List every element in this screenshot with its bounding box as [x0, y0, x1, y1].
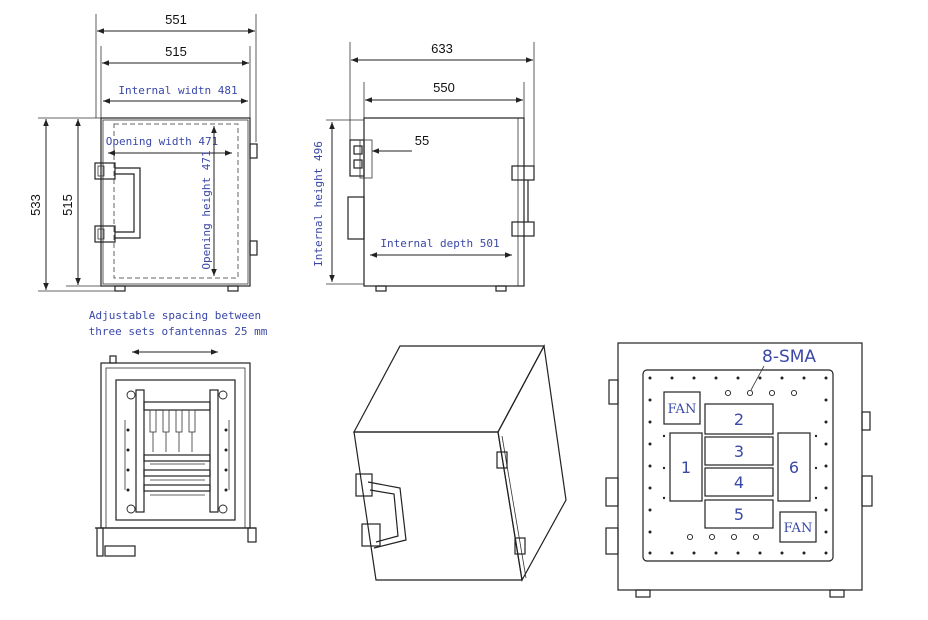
window-6 [777, 432, 811, 502]
fan-bottom [779, 511, 817, 543]
label-internal-height: Internal height 496 [312, 141, 325, 267]
dim-side-depth-body: 550 [433, 80, 455, 95]
label-internal-width: Internal widtn 481 [118, 84, 237, 97]
window-2 [704, 403, 774, 435]
rear-panel-view: 8-SMA FAN FAN 1 2 3 4 5 6 [605, 342, 873, 598]
label-window-4: 4 [734, 473, 744, 492]
dim-side-depth-outer: 633 [431, 41, 453, 56]
window-3 [704, 436, 774, 466]
label-window-2: 2 [734, 410, 744, 429]
dim-front-height-outer: 533 [28, 194, 43, 216]
label-opening-width: Opening width 471 [106, 135, 219, 148]
label-window-3: 3 [734, 442, 744, 461]
label-window-6: 6 [789, 458, 799, 477]
note-antenna-line-1: Adjustable spacing between [89, 309, 261, 322]
inner-view: Adjustable spacing between three sets of… [89, 309, 268, 557]
window-5 [704, 499, 774, 529]
note-antenna-line-2: three sets ofantennas 25 mm [89, 325, 268, 338]
fan-top [663, 391, 701, 425]
isometric-view [352, 344, 567, 582]
label-8-sma: 8-SMA [762, 347, 816, 367]
label-window-1: 1 [681, 458, 691, 477]
dim-front-height-body: 515 [60, 194, 75, 216]
front-view: 551 515 Internal widtn 481 Opening width… [28, 12, 258, 292]
dim-front-width-body: 515 [165, 44, 187, 59]
window-4 [704, 467, 774, 497]
window-1 [669, 432, 703, 502]
label-internal-depth: Internal depth 501 [380, 237, 499, 250]
label-fan-top: FAN [668, 402, 697, 417]
dim-front-width-outer: 551 [165, 12, 187, 27]
label-opening-height: Opening height 471 [200, 150, 213, 269]
label-fan-bottom: FAN [784, 521, 813, 536]
label-window-5: 5 [734, 505, 744, 524]
side-view: 633 550 55 Internal height 496 Internal … [312, 41, 535, 292]
dim-side-handle: 55 [415, 133, 429, 148]
